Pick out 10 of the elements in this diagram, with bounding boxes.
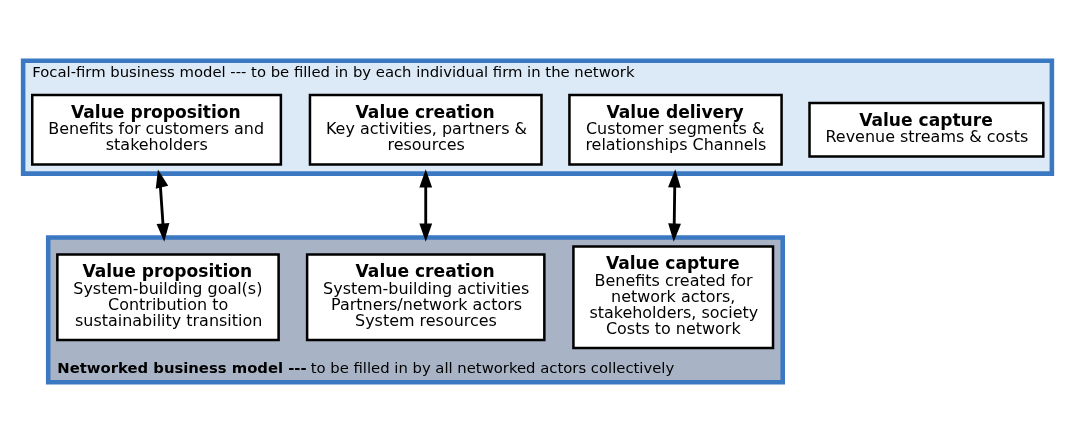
arrow [668,169,681,242]
node-box: Value capture Revenue streams & costs [808,101,1045,158]
node-box: Value proposition Benefits for customers and stakeholders [31,93,283,166]
arrow [419,169,433,242]
node-box: Value delivery Customer segments & relationships Channels [568,93,783,166]
node-box: Value proposition System-building goal(s) Contribution to sustainability transition [56,253,280,342]
arrow [155,169,170,242]
node-box: Value creation Key activities, partners & resources [308,93,543,166]
node-box: Value capture Benefits created for network actors, stakeholders, society Costs to network [572,245,775,350]
node-box: Value creation System-building activities Partners/network actors System resources [305,253,546,342]
